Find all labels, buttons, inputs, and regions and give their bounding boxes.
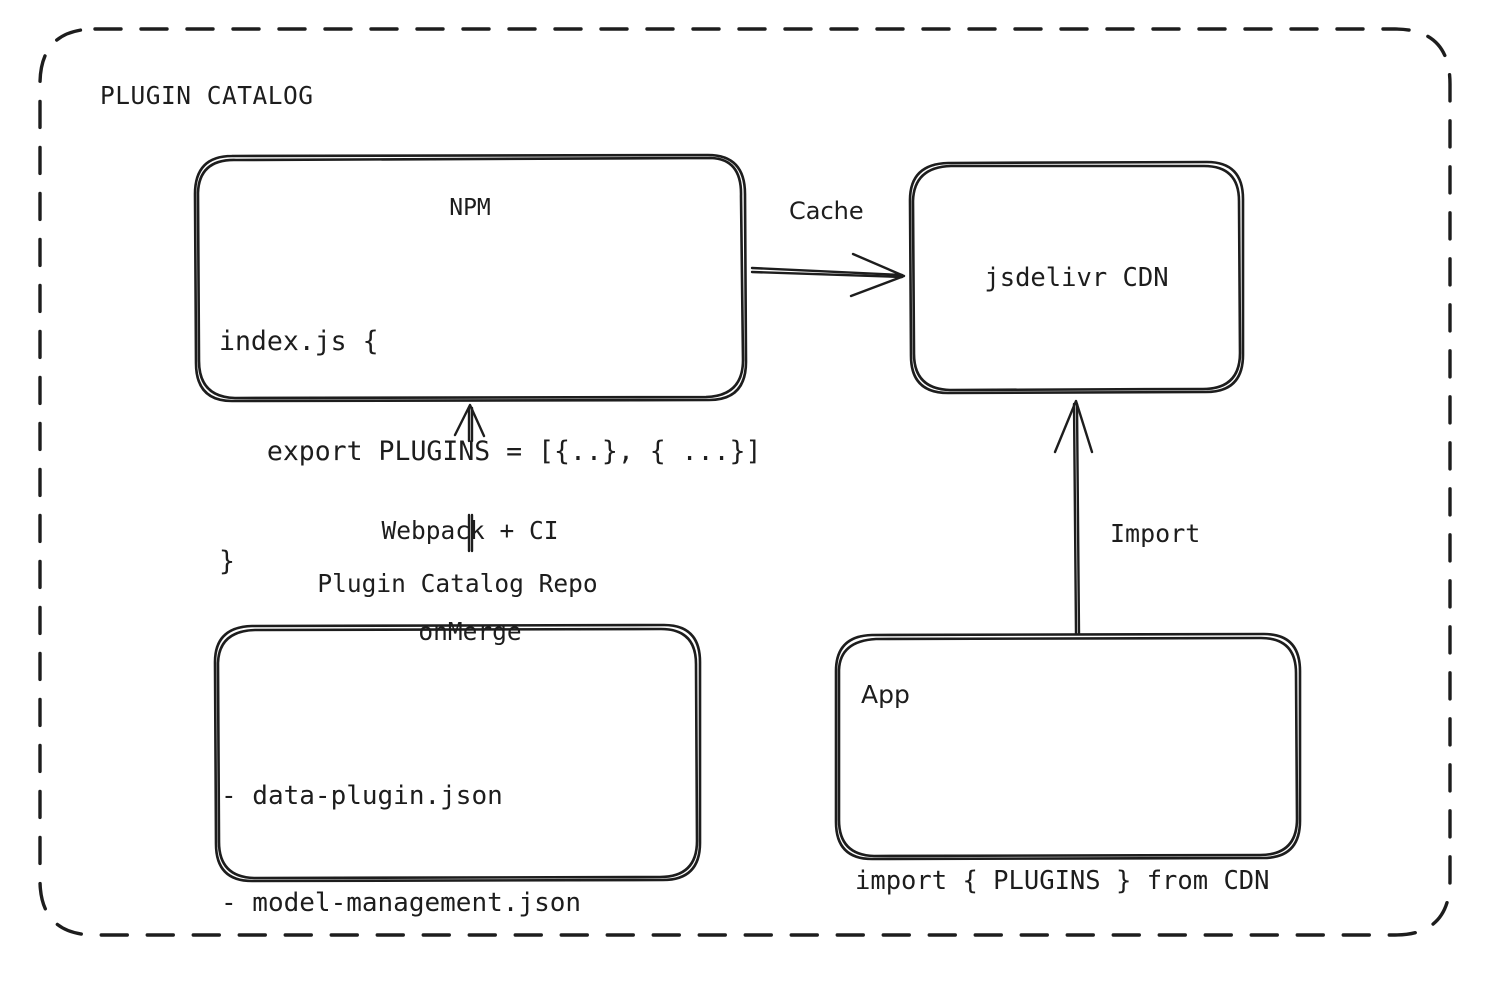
app-code-block: import { PLUGINS } from CDN PLUGINS.forE… (855, 735, 1270, 1002)
repo-list-item: ... (221, 994, 581, 1002)
npm-code-line: index.js { (219, 326, 379, 358)
edge-import-arrow (1053, 399, 1094, 636)
cdn-node-title: jsdelivr CDN (984, 263, 1169, 293)
repo-file-list: - data-plugin.json - model-management.js… (221, 707, 581, 1002)
repo-list-item: - data-plugin.json (221, 780, 503, 811)
npm-code-line: export PLUGINS = [{..}, { ...}] (219, 435, 762, 467)
edge-label-import: Import (1110, 519, 1201, 548)
edge-label-cache: Cache (789, 197, 864, 225)
app-node-title: App (861, 680, 910, 709)
edge-label-build-line1: Webpack + CI (381, 515, 559, 545)
repo-list-item: - model-management.json (221, 888, 582, 919)
edge-cache-arrow (750, 252, 906, 298)
edge-label-build: Webpack + CI onMerge (330, 446, 610, 716)
npm-code-block: index.js { export PLUGINS = [{..}, { ...… (219, 251, 761, 653)
repo-node-caption: Plugin Catalog Repo (317, 569, 598, 598)
edge-label-build-line2: onMerge (418, 616, 522, 646)
group-title: PLUGIN CATALOG (100, 81, 314, 110)
app-code-line: import { PLUGINS } from CDN (855, 866, 1270, 897)
npm-code-line: } (219, 545, 235, 577)
npm-node-title: NPM (449, 195, 491, 221)
